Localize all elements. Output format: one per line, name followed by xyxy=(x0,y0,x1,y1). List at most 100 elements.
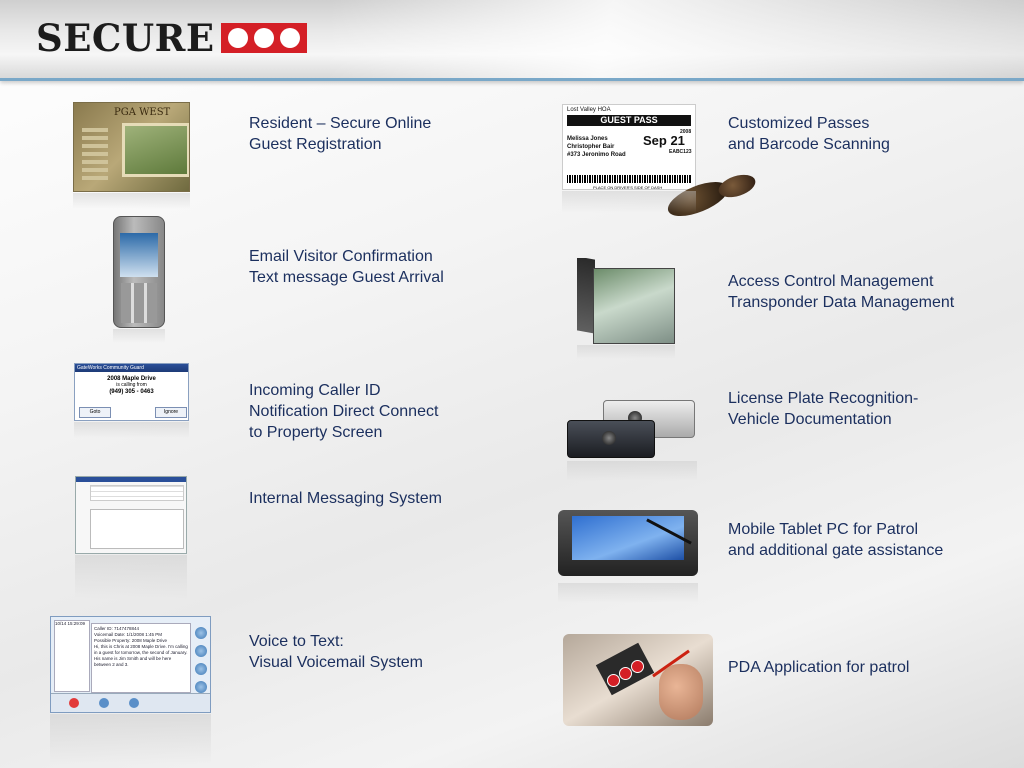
logo-dot-icon xyxy=(619,667,632,680)
reflection xyxy=(577,345,675,359)
pass-guest: Christopher Bair xyxy=(567,144,615,150)
barcode-icon xyxy=(567,175,692,183)
feature-line: and Barcode Scanning xyxy=(728,136,890,153)
pass-host: Melissa Jones xyxy=(567,136,608,142)
dialog-calling: is calling from xyxy=(116,382,147,388)
reflection xyxy=(75,555,187,599)
voice-side-button xyxy=(195,645,207,657)
logo-dot-icon xyxy=(607,674,620,687)
pass-footer: PLACE ON DRIVER'S SIDE OF DASH xyxy=(593,185,663,190)
access-control-cube-image xyxy=(577,258,675,344)
feature-line: Guest Registration xyxy=(249,136,382,153)
feature-line: Incoming Caller ID xyxy=(249,382,381,399)
voice-record-dot xyxy=(69,698,79,708)
voice-side-button xyxy=(195,663,207,675)
pass-year: 2008 xyxy=(680,129,692,135)
voicemail-window-image: 10/14 15:29:09 Caller ID: 7147478844 Voi… xyxy=(50,616,211,713)
feature-line: Visual Voicemail System xyxy=(249,654,423,671)
website-screenshot-image: PGA WEST xyxy=(73,102,190,192)
website-photo xyxy=(122,123,189,177)
voice-body: Caller ID: 7147478844 Voicemail Date: 1/… xyxy=(91,623,191,693)
camera-dark xyxy=(567,420,655,458)
feature-line: Customized Passes xyxy=(728,115,870,132)
feature-line: Vehicle Documentation xyxy=(728,411,892,428)
feature-email-confirmation: Email Visitor Confirmation Text message … xyxy=(249,246,444,288)
voice-side-button xyxy=(195,627,207,639)
reflection xyxy=(73,193,190,209)
pass-hoa: Lost Valley HOA xyxy=(567,107,611,113)
messaging-window-image xyxy=(75,476,187,554)
feature-messaging: Internal Messaging System xyxy=(249,488,442,509)
feature-line: Resident – Secure Online xyxy=(249,115,432,132)
header-sweep xyxy=(330,0,1024,78)
msg-body-box xyxy=(90,509,184,549)
voice-date: Voicemail Date: 1/1/2008 1:45 PM xyxy=(94,632,163,637)
voice-message: Hi, this is Chris at 2008 Maple Drive. I… xyxy=(94,644,188,667)
dialog-goto-button: Goto xyxy=(79,407,111,418)
feature-voice-to-text: Voice to Text: Visual Voicemail System xyxy=(249,631,423,673)
voice-play-dot xyxy=(99,698,109,708)
feature-line: Email Visitor Confirmation xyxy=(249,248,433,265)
cube-front xyxy=(593,268,675,344)
dialog-phone: (949) 305 - 0463 xyxy=(109,389,154,395)
voice-time: 10/14 15:29:09 xyxy=(55,621,86,626)
camera-lens-icon xyxy=(602,431,616,445)
phone-keypad xyxy=(121,283,157,323)
logo-dots-icon xyxy=(220,23,307,53)
reflection xyxy=(74,422,189,438)
voice-property: Possible Property: 2008 Maple Drive xyxy=(94,638,168,643)
feature-online-registration: Resident – Secure Online Guest Registrat… xyxy=(249,113,431,155)
feature-pda: PDA Application for patrol xyxy=(728,657,909,678)
pass-date: Sep 21 xyxy=(643,133,685,148)
feature-line: and additional gate assistance xyxy=(728,542,944,559)
lpr-cameras-image xyxy=(567,398,697,460)
msg-recipient-list xyxy=(90,485,184,501)
feature-line: Internal Messaging System xyxy=(249,490,442,507)
tablet-pc-image xyxy=(558,510,698,582)
voice-list: 10/14 15:29:09 xyxy=(54,620,90,692)
feature-line: PDA Application for patrol xyxy=(728,659,910,676)
website-brand: PGA WEST xyxy=(114,107,171,118)
secure-logo: SECURE xyxy=(36,18,307,58)
dialog-titlebar: GateWorks Community Guard xyxy=(75,364,188,372)
mobile-phone-image xyxy=(113,216,165,328)
reflection xyxy=(113,329,165,343)
pass-title: GUEST PASS xyxy=(567,115,691,126)
feature-access-control: Access Control Management Transponder Da… xyxy=(728,271,954,313)
feature-line: Notification Direct Connect xyxy=(249,403,439,420)
voice-side-button xyxy=(195,681,207,693)
reflection xyxy=(558,583,698,603)
pass-address: #373 Jeronimo Road xyxy=(567,152,626,158)
feature-line: Mobile Tablet PC for Patrol xyxy=(728,521,919,538)
logo-text: SECURE xyxy=(36,16,215,60)
guest-pass-image: Lost Valley HOA GUEST PASS Melissa Jones… xyxy=(562,104,696,190)
feature-line: Access Control Management xyxy=(728,273,934,290)
feature-line: Transponder Data Management xyxy=(728,294,955,311)
feature-line: License Plate Recognition- xyxy=(728,390,919,407)
reflection xyxy=(50,714,211,764)
feature-license-plate: License Plate Recognition- Vehicle Docum… xyxy=(728,388,918,430)
pass-plate: EABC123 xyxy=(669,149,692,155)
voice-caller: Caller ID: 7147478844 xyxy=(94,626,140,631)
header-bar: SECURE xyxy=(0,0,1024,81)
feature-passes: Customized Passes and Barcode Scanning xyxy=(728,113,890,155)
reflection xyxy=(562,191,696,213)
caller-id-dialog-image: GateWorks Community Guard 2008 Maple Dri… xyxy=(74,363,189,421)
feature-line: Voice to Text: xyxy=(249,633,344,650)
feature-line: Text message Guest Arrival xyxy=(249,269,444,286)
dialog-ignore-button: Ignore xyxy=(155,407,187,418)
feature-line: to Property Screen xyxy=(249,424,383,441)
website-nav xyxy=(82,128,108,180)
voice-stop-dot xyxy=(129,698,139,708)
logo-dot-icon xyxy=(631,660,644,673)
phone-screen xyxy=(120,233,158,277)
tablet-screen xyxy=(572,516,684,560)
hand-image xyxy=(659,664,703,720)
pda-device-image xyxy=(563,634,713,726)
feature-tablet: Mobile Tablet PC for Patrol and addition… xyxy=(728,519,943,561)
dialog-address: 2008 Maple Drive xyxy=(107,376,156,382)
msg-titlebar xyxy=(76,477,186,482)
feature-caller-id: Incoming Caller ID Notification Direct C… xyxy=(249,380,438,443)
pass-names: Melissa Jones Christopher Bair #373 Jero… xyxy=(567,135,626,159)
reflection xyxy=(567,461,697,481)
